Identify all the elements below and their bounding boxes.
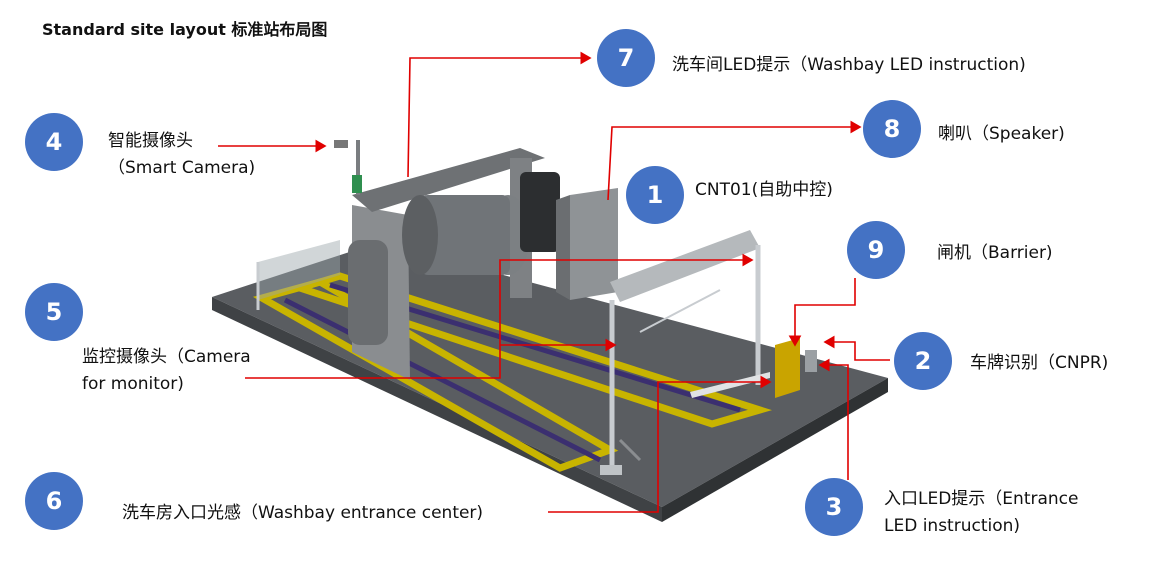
label-7: 洗车间LED提示（Washbay LED instruction) bbox=[672, 55, 1026, 75]
line-6 bbox=[548, 375, 772, 513]
smart-camera bbox=[334, 140, 348, 148]
label-1: CNT01(自助中控) bbox=[695, 180, 833, 200]
top-brush-body bbox=[420, 195, 510, 275]
label-6: 洗车房入口光感（Washbay entrance center) bbox=[122, 503, 484, 523]
label-9: 闸机（Barrier) bbox=[937, 243, 1053, 263]
label-3-line-2: LED instruction) bbox=[884, 516, 1021, 536]
badge-3: 3 bbox=[805, 478, 863, 536]
badge-2: 2 bbox=[894, 332, 952, 390]
barrier-arm bbox=[690, 372, 770, 398]
gantry-top-beam bbox=[352, 148, 545, 212]
control-cabinet-side bbox=[556, 195, 570, 300]
motor-unit bbox=[520, 172, 560, 252]
top-brush-end bbox=[402, 195, 438, 275]
callout-lines-group bbox=[218, 51, 890, 513]
label-4-line-2: （Smart Camera) bbox=[108, 158, 256, 178]
label-4-line-1: 智能摄像头 bbox=[108, 131, 193, 151]
control-cabinet bbox=[570, 188, 618, 300]
page-title: Standard site layout 标准站布局图 bbox=[42, 20, 328, 39]
floor-slab-right bbox=[662, 378, 888, 522]
label-5-line-2: for monitor) bbox=[82, 374, 184, 394]
yellow-guide-right bbox=[288, 272, 772, 428]
badge-8: 8 bbox=[863, 100, 921, 158]
pipe-1 bbox=[618, 438, 642, 462]
side-brush bbox=[348, 240, 388, 345]
label-5-line-1: 监控摄像头（Camera bbox=[82, 347, 251, 367]
line-9 bbox=[788, 278, 856, 347]
line-7 bbox=[407, 51, 592, 178]
line-5 bbox=[245, 253, 754, 379]
badge-4: 4 bbox=[25, 113, 83, 171]
badge-5: 5 bbox=[25, 283, 83, 341]
label-3-line-1: 入口LED提示（Entrance bbox=[884, 489, 1079, 509]
arch-foot bbox=[600, 465, 622, 475]
green-light bbox=[352, 175, 362, 193]
label-3: 入口LED提示（Entrance LED instruction) bbox=[884, 486, 1078, 540]
barrier-cabinet bbox=[775, 338, 800, 398]
badge-6: 6 bbox=[25, 472, 83, 530]
badge-1: 1 bbox=[626, 166, 684, 224]
label-4: 智能摄像头 （Smart Camera) bbox=[108, 128, 255, 182]
cnpr-camera bbox=[805, 350, 817, 372]
label-8: 喇叭（Speaker) bbox=[938, 124, 1065, 144]
glass-wall-left bbox=[258, 240, 340, 300]
purple-track bbox=[283, 297, 602, 463]
line-2 bbox=[823, 335, 890, 361]
label-2: 车牌识别（CNPR) bbox=[970, 353, 1109, 373]
rail bbox=[639, 289, 721, 333]
line-3 bbox=[818, 358, 849, 480]
line-8 bbox=[607, 120, 862, 201]
badge-9: 9 bbox=[847, 221, 905, 279]
barrier-arch-beam bbox=[610, 230, 760, 302]
label-5: 监控摄像头（Camera for monitor) bbox=[82, 344, 251, 398]
badge-7: 7 bbox=[597, 29, 655, 87]
